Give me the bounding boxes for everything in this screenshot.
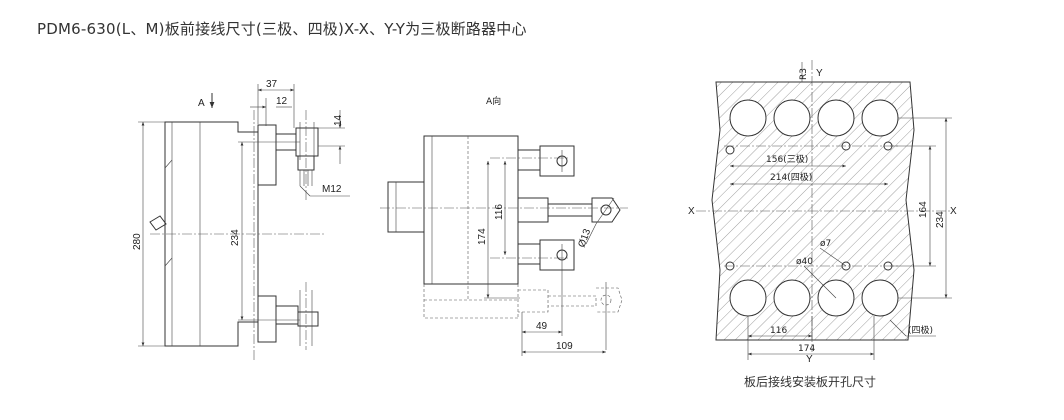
view-marker-a: A bbox=[198, 98, 205, 109]
dim-214-label: 214(四极) bbox=[770, 171, 812, 183]
dim-49-label: 49 bbox=[536, 321, 548, 332]
dim-174-bottom-label: 174 bbox=[798, 344, 815, 354]
dim-280-label: 280 bbox=[132, 233, 143, 250]
r3-label: R3 bbox=[799, 68, 809, 80]
handle bbox=[149, 215, 167, 231]
dim-234-label: 234 bbox=[230, 229, 241, 246]
terminal-4-hidden bbox=[518, 287, 623, 313]
leader-d7 bbox=[819, 247, 847, 267]
hole-large bbox=[817, 99, 855, 137]
hole-d40-label: ø40 bbox=[796, 257, 813, 267]
lower-busbar bbox=[275, 305, 299, 325]
dim-37-label: 37 bbox=[266, 79, 278, 90]
handle-block bbox=[387, 181, 425, 233]
hole-d13-label: Ø13 bbox=[576, 227, 593, 249]
hole-d7-label: ø7 bbox=[820, 239, 831, 249]
terminal-2-hole bbox=[600, 204, 612, 216]
hole-large bbox=[729, 99, 767, 137]
dim-234-label: 234 bbox=[935, 211, 946, 228]
axis-y-top: Y bbox=[816, 68, 823, 79]
lower-terminal bbox=[257, 295, 277, 343]
leader-d40 bbox=[803, 265, 837, 299]
terminal-1 bbox=[517, 149, 541, 171]
dim-109-label: 109 bbox=[556, 341, 573, 352]
hole-large bbox=[861, 99, 899, 137]
dim-116-label: 116 bbox=[494, 204, 505, 220]
front-view-label: A向 bbox=[486, 95, 501, 107]
thread-lines bbox=[299, 170, 313, 186]
dim-116-bottom-label: 116 bbox=[770, 326, 787, 336]
axis-x-right: X bbox=[950, 206, 957, 217]
terminal-2-bar bbox=[547, 203, 593, 217]
dim-14-label: 14 bbox=[333, 114, 344, 126]
hole-large bbox=[773, 99, 811, 137]
hole-large bbox=[773, 279, 811, 317]
leader-d13 bbox=[585, 223, 597, 245]
leader-m12 bbox=[299, 185, 311, 197]
hole-large bbox=[861, 279, 899, 317]
front-view: A向 116 174 bbox=[380, 95, 628, 356]
axis-x-left: X bbox=[688, 206, 695, 217]
axis-y-bottom: Y bbox=[806, 354, 813, 365]
hole-small bbox=[725, 145, 735, 155]
dim-174-label: 174 bbox=[477, 228, 488, 245]
terminal-3-plate bbox=[539, 239, 575, 271]
upper-terminal bbox=[257, 124, 277, 186]
terminal-3 bbox=[517, 243, 541, 265]
dim-156-label: 156(三极) bbox=[766, 153, 808, 165]
body-detail bbox=[164, 159, 173, 267]
page-title: PDM6-630(L、M)板前接线尺寸(三极、四极)X-X、Y-Y为三极断路器中… bbox=[37, 20, 527, 38]
panel-view: Y X X Y R3 156(三极) 214(四极) 164 234 ø7 ø4… bbox=[688, 60, 957, 389]
lower-bolt bbox=[297, 311, 319, 327]
panel-caption: 板后接线安装板开孔尺寸 bbox=[744, 374, 876, 389]
four-pole-note: (四极) bbox=[908, 324, 933, 336]
top-hole-row bbox=[729, 99, 899, 137]
terminal-2-tip bbox=[591, 197, 621, 223]
hole-large bbox=[729, 279, 767, 317]
dim-12-label: 12 bbox=[276, 96, 288, 107]
hidden-outline bbox=[423, 136, 519, 319]
side-view: A 37 12 bbox=[132, 79, 350, 360]
thread-m12-label: M12 bbox=[322, 184, 342, 195]
leader-four-pole bbox=[889, 319, 907, 337]
terminal-2 bbox=[517, 197, 549, 223]
terminal-1-plate bbox=[539, 145, 575, 177]
leader-d13 bbox=[595, 197, 615, 225]
dim-164-label: 164 bbox=[918, 201, 929, 218]
